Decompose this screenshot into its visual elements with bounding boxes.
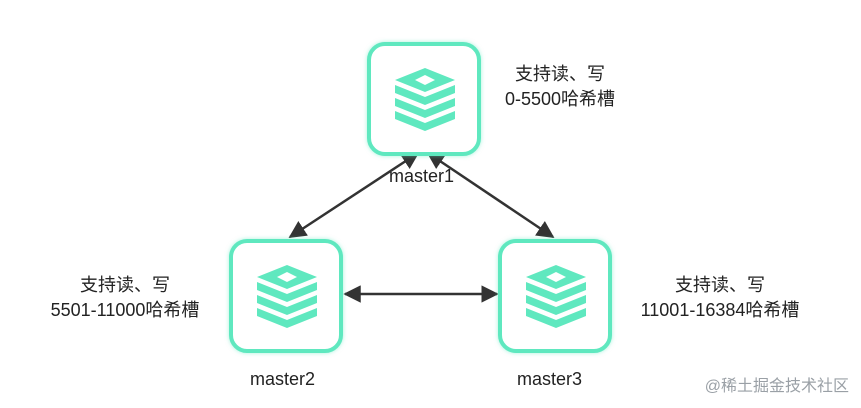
node-desc-line2: 11001-16384哈希槽: [640, 300, 800, 320]
node-label-master1: master1: [389, 166, 455, 186]
node-label-master3: master3: [517, 369, 583, 389]
node-desc-master1: 支持读、写 0-5500哈希槽: [495, 62, 625, 112]
redis-stack-icon: [526, 265, 586, 328]
node-desc-line1: 支持读、写: [515, 64, 605, 84]
node-master1: [367, 42, 481, 156]
node-desc-master2: 支持读、写 5501-11000哈希槽: [30, 273, 220, 323]
node-label-master2: master2: [250, 369, 316, 389]
edge-master1-master2: [288, 151, 420, 239]
node-desc-line1: 支持读、写: [675, 275, 765, 295]
node-desc-line2: 5501-11000哈希槽: [50, 300, 200, 320]
node-desc-line1: 支持读、写: [80, 275, 170, 295]
edge-master1-master3: [426, 151, 555, 239]
node-master3: [498, 239, 612, 353]
redis-stack-icon: [257, 265, 317, 328]
watermark: @稀土掘金技术社区: [704, 378, 849, 395]
node-master2: [229, 239, 343, 353]
node-desc-line2: 0-5500哈希槽: [504, 89, 616, 109]
node-desc-master3: 支持读、写 11001-16384哈希槽: [625, 273, 815, 323]
redis-stack-icon: [395, 68, 455, 131]
